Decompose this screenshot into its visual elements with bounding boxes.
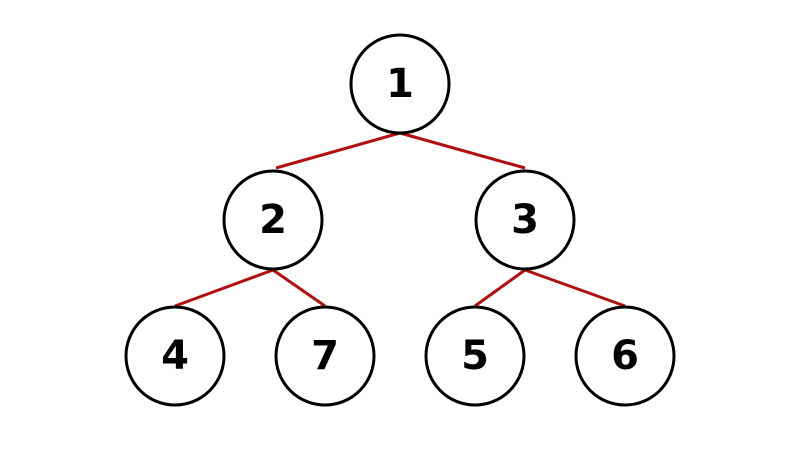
node-circle bbox=[222, 169, 324, 271]
node-circle bbox=[474, 169, 576, 271]
edge-3-6 bbox=[524, 268, 626, 308]
node-circle bbox=[349, 33, 451, 135]
node-label: 3 bbox=[511, 197, 539, 243]
node-circle bbox=[424, 305, 526, 407]
edge-2-4 bbox=[174, 268, 274, 308]
tree-node-4: 4 bbox=[124, 305, 226, 407]
edge-2-7 bbox=[272, 268, 326, 308]
node-label: 6 bbox=[611, 333, 639, 379]
edge-1-2 bbox=[275, 131, 401, 170]
tree-node-3: 3 bbox=[474, 169, 576, 271]
node-label: 7 bbox=[311, 333, 339, 379]
node-circle bbox=[274, 305, 376, 407]
tree-node-7: 7 bbox=[274, 305, 376, 407]
tree-node-6: 6 bbox=[574, 305, 676, 407]
node-label: 2 bbox=[259, 197, 287, 243]
tree-node-5: 5 bbox=[424, 305, 526, 407]
tree-node-2: 2 bbox=[222, 169, 324, 271]
node-label: 5 bbox=[461, 333, 489, 379]
edge-1-3 bbox=[399, 131, 526, 170]
node-label: 4 bbox=[161, 333, 189, 379]
tree-node-1: 1 bbox=[349, 33, 451, 135]
node-circle bbox=[574, 305, 676, 407]
node-circle bbox=[124, 305, 226, 407]
edge-3-5 bbox=[474, 268, 526, 308]
node-label: 1 bbox=[386, 61, 414, 107]
